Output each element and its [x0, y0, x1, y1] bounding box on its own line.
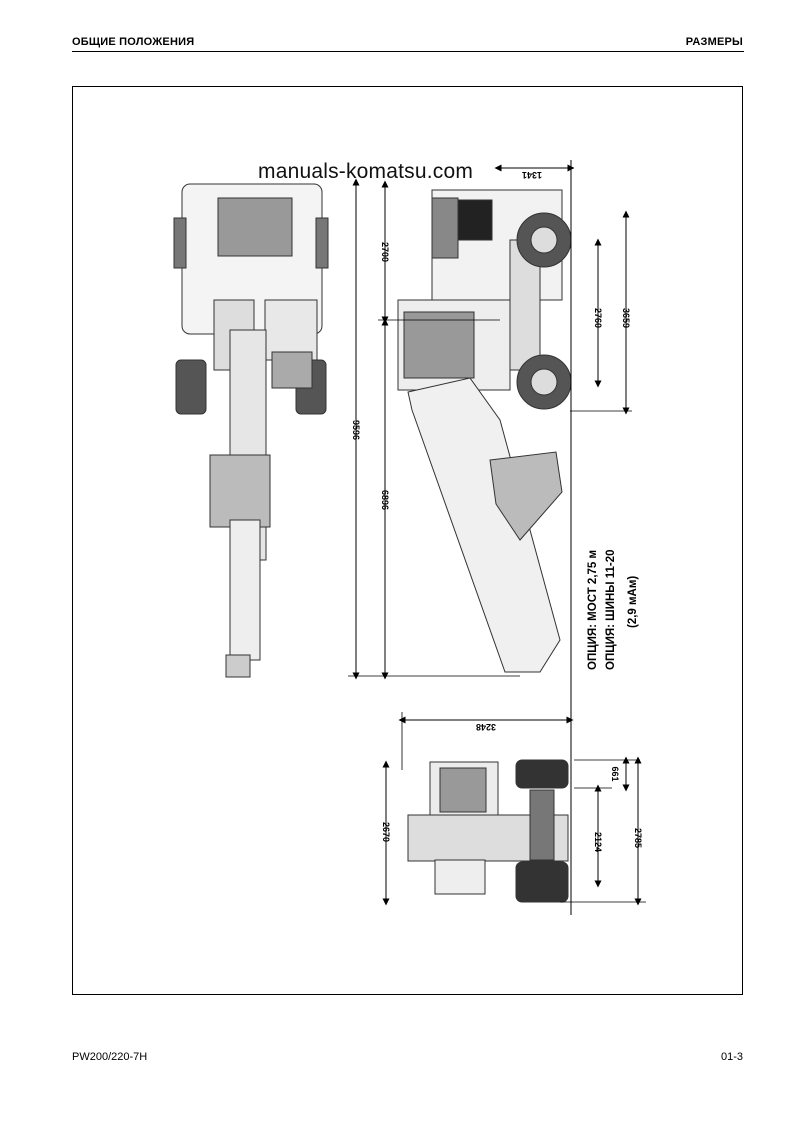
- option-tires: ОПЦИЯ: ШИНЫ 11-20: [605, 549, 617, 670]
- dim-boom-length: 6896: [380, 490, 390, 510]
- dim-wheelbase: 2760: [593, 308, 603, 328]
- dim-body-length: 3659: [621, 308, 631, 328]
- option-tires-size: (2,9 мАм): [627, 576, 639, 628]
- footer-page-number: 01-3: [720, 1051, 743, 1063]
- dim-tire-width: 661: [610, 766, 620, 781]
- option-axle: ОПЦИЯ: МОСТ 2,75 м: [587, 550, 599, 670]
- dim-tread: 2124: [593, 832, 603, 852]
- watermark: manuals-komatsu.com: [258, 160, 474, 183]
- drawing-frame: [72, 86, 743, 995]
- dim-cab-height: 2700: [380, 242, 390, 262]
- top-view-machine: [173, 183, 329, 678]
- side-view-machine: [397, 189, 572, 673]
- dim-width: 3248: [476, 722, 496, 732]
- page-title: РАЗМЕРЫ: [685, 36, 743, 48]
- footer-model: PW200/220-7H: [72, 1051, 148, 1063]
- header-rule: [72, 51, 744, 52]
- section-title: ОБЩИЕ ПОЛОЖЕНИЯ: [72, 36, 195, 48]
- dim-overall-width: 2785: [633, 828, 643, 848]
- dim-tail-swing: 1341: [522, 170, 542, 180]
- front-view-machine: [407, 759, 569, 903]
- dim-cab-side-height: 2670: [381, 822, 391, 842]
- dim-overall-length: 9596: [351, 420, 361, 440]
